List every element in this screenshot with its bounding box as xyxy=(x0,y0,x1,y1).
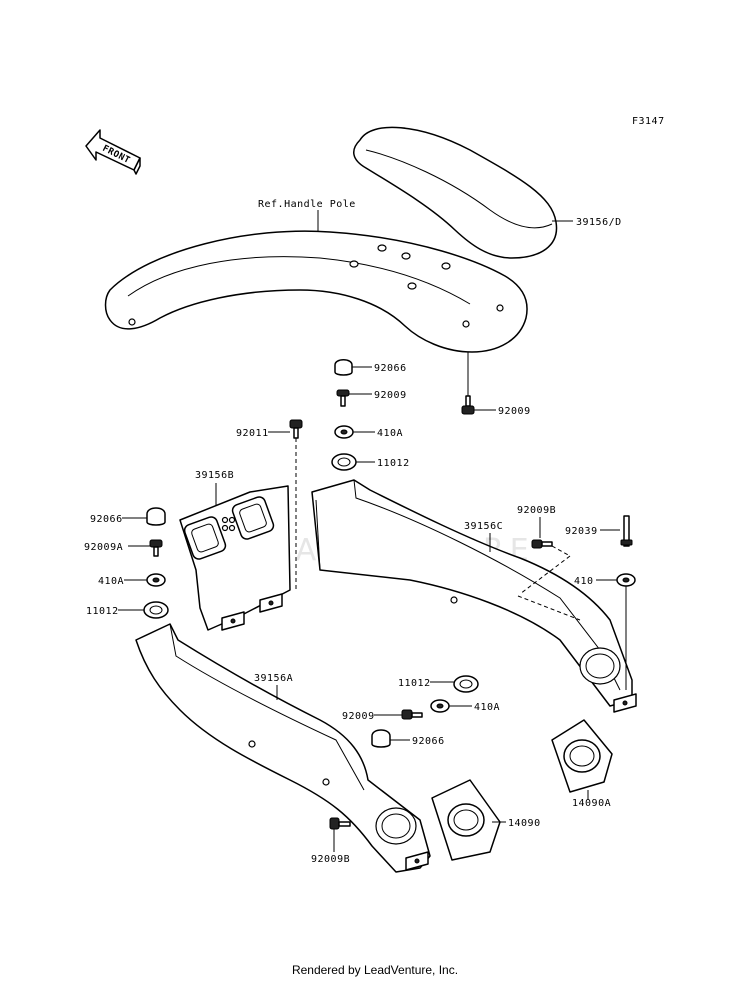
label-14090: 14090 xyxy=(508,818,541,829)
washer-410a-left[interactable] xyxy=(146,573,166,587)
cap-92066-left[interactable] xyxy=(146,507,166,526)
footer-credit: Rendered by LeadVenture, Inc. xyxy=(291,963,459,977)
bolt-92009a[interactable] xyxy=(149,539,163,557)
label-92009b-top: 92009B xyxy=(517,505,556,516)
grommet-11012-left[interactable] xyxy=(143,601,169,619)
label-92011: 92011 xyxy=(236,428,269,439)
label-14090a: 14090A xyxy=(572,798,611,809)
label-ref-handle-pole: Ref.Handle Pole xyxy=(258,199,356,210)
bolt-92009b-top[interactable] xyxy=(531,539,553,549)
label-92009-right: 92009 xyxy=(498,406,531,417)
label-410a-top: 410A xyxy=(377,428,403,439)
label-92009a: 92009A xyxy=(84,542,123,553)
grommet-11012-mid[interactable] xyxy=(453,675,479,693)
rivet-92039[interactable] xyxy=(620,515,633,547)
label-39156a: 39156A xyxy=(254,673,293,684)
label-39156d: 39156/D xyxy=(576,217,622,228)
label-92066-left: 92066 xyxy=(90,514,123,525)
label-92009-mid: 92009 xyxy=(342,711,375,722)
bolt-92009b-bottom[interactable] xyxy=(329,817,351,830)
label-39156c: 39156C xyxy=(464,521,503,532)
bolt-92009-mid[interactable] xyxy=(401,709,423,720)
bolt-92011[interactable] xyxy=(289,419,303,439)
cap-92066-mid[interactable] xyxy=(371,729,391,748)
right-side-cover-part[interactable] xyxy=(311,479,637,713)
seat-cushion-part[interactable] xyxy=(353,126,558,259)
washer-410[interactable] xyxy=(616,573,636,587)
bolt-92009-top[interactable] xyxy=(336,389,350,407)
washer-410a-top[interactable] xyxy=(334,425,354,439)
grommet-11012-top[interactable] xyxy=(331,453,357,471)
front-panel-part[interactable] xyxy=(179,485,291,631)
figure-code: F3147 xyxy=(632,116,665,127)
trim-ring-14090a[interactable] xyxy=(551,719,613,793)
washer-410a-mid[interactable] xyxy=(430,699,450,713)
trim-ring-14090[interactable] xyxy=(431,779,501,861)
label-410a-left: 410A xyxy=(98,576,124,587)
label-92039: 92039 xyxy=(565,526,598,537)
front-arrow-icon: FRONT xyxy=(85,129,141,175)
label-410a-mid: 410A xyxy=(474,702,500,713)
label-92009-top: 92009 xyxy=(374,390,407,401)
label-92009b-bottom: 92009B xyxy=(311,854,350,865)
left-side-cover-part[interactable] xyxy=(135,623,431,873)
label-92066-mid: 92066 xyxy=(412,736,445,747)
label-11012-mid: 11012 xyxy=(398,678,431,689)
label-11012-top: 11012 xyxy=(377,458,410,469)
label-410: 410 xyxy=(574,576,594,587)
label-11012-left: 11012 xyxy=(86,606,119,617)
bolt-92009-right[interactable] xyxy=(461,395,475,415)
cap-92066-top[interactable] xyxy=(334,359,353,376)
label-39156b: 39156B xyxy=(195,470,234,481)
fender-part[interactable] xyxy=(104,230,528,353)
label-92066-top: 92066 xyxy=(374,363,407,374)
